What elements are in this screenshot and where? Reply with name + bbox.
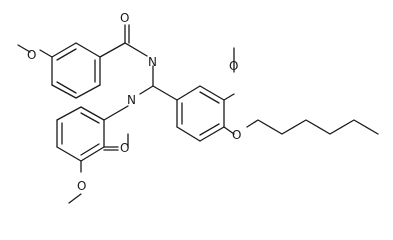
atom-o-heptyloxy: O <box>232 128 241 142</box>
bond-amide-top <box>124 42 148 57</box>
bond-methyl-bottom <box>68 193 82 204</box>
atom-n-top: N <box>148 55 157 69</box>
atom-o-carbonyl-top: O <box>120 11 129 25</box>
atom-o-methoxy-bottom-ring: O <box>77 179 86 193</box>
bond-ch-n-bottom <box>139 85 154 95</box>
bond-ch-ring <box>152 85 178 101</box>
structure-drawing: O N O O N O O O <box>17 11 379 204</box>
bond-heptyloxy-ring <box>223 126 235 135</box>
bond-methoxy-top-ring <box>39 49 53 58</box>
bond-methyl-top <box>17 44 31 53</box>
right-benzene-ring <box>176 85 225 142</box>
top-benzene-ring <box>51 42 126 99</box>
atom-o-methoxy-right-ring: O <box>229 59 238 73</box>
bottom-benzene-ring <box>56 106 105 162</box>
atom-o-methoxy-top-ring: O <box>27 48 36 62</box>
bond-methoxy-right-ring <box>223 93 235 101</box>
atom-o-carbonyl-bottom: O <box>120 141 129 155</box>
chemical-structure: O N O O N O O O <box>17 11 379 204</box>
atom-n-bottom: N <box>127 93 136 107</box>
bond-amide-bottom <box>103 105 129 121</box>
heptyl-chain <box>246 119 379 135</box>
